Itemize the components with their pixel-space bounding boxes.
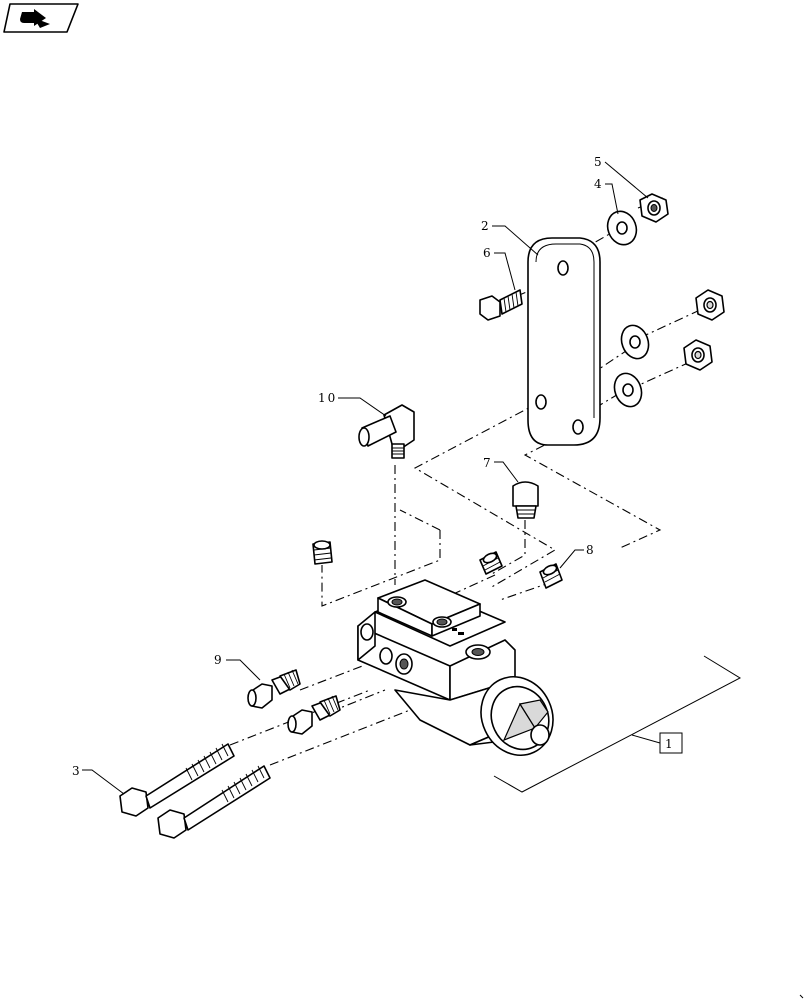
callout-4: 4 (594, 177, 604, 191)
assembly-bracket (493, 655, 742, 793)
callout-7: 7 (483, 456, 493, 470)
callout-1: 1 (665, 737, 675, 751)
mounting-plate[interactable] (527, 237, 601, 446)
washer-top[interactable] (603, 207, 641, 249)
callout-6: 6 (483, 246, 493, 260)
nut-middle[interactable] (695, 289, 725, 321)
set-screw-left[interactable] (312, 540, 333, 565)
washer-middle[interactable] (617, 322, 653, 363)
plug[interactable] (512, 481, 539, 519)
washer-lower[interactable] (610, 370, 646, 411)
set-screw-middle[interactable] (479, 551, 503, 575)
callout-8: 8 (586, 543, 596, 557)
callout-3: 3 (72, 764, 82, 778)
nut-top[interactable] (639, 193, 669, 223)
elbow-fitting[interactable] (358, 404, 415, 459)
valve-body[interactable] (357, 579, 566, 767)
callout-labels: 1 2 3 4 5 6 7 8 9 10 (72, 155, 675, 778)
corner-mark (799, 994, 804, 999)
set-screw-right[interactable] (539, 563, 563, 589)
view-tab-icon[interactable] (3, 3, 79, 33)
callout-box-1 (659, 732, 683, 754)
plate-bolt[interactable] (479, 289, 523, 321)
fitting-lower[interactable] (287, 695, 341, 735)
long-bolt-lower[interactable] (157, 765, 271, 839)
callout-2: 2 (481, 219, 491, 233)
callout-10: 10 (318, 391, 337, 405)
leader-lines (82, 161, 649, 795)
fitting-upper[interactable] (247, 669, 301, 709)
long-bolt-upper[interactable] (119, 743, 235, 817)
nut-lower[interactable] (683, 339, 713, 371)
callout-5: 5 (594, 155, 604, 169)
callout-9: 9 (214, 653, 224, 667)
